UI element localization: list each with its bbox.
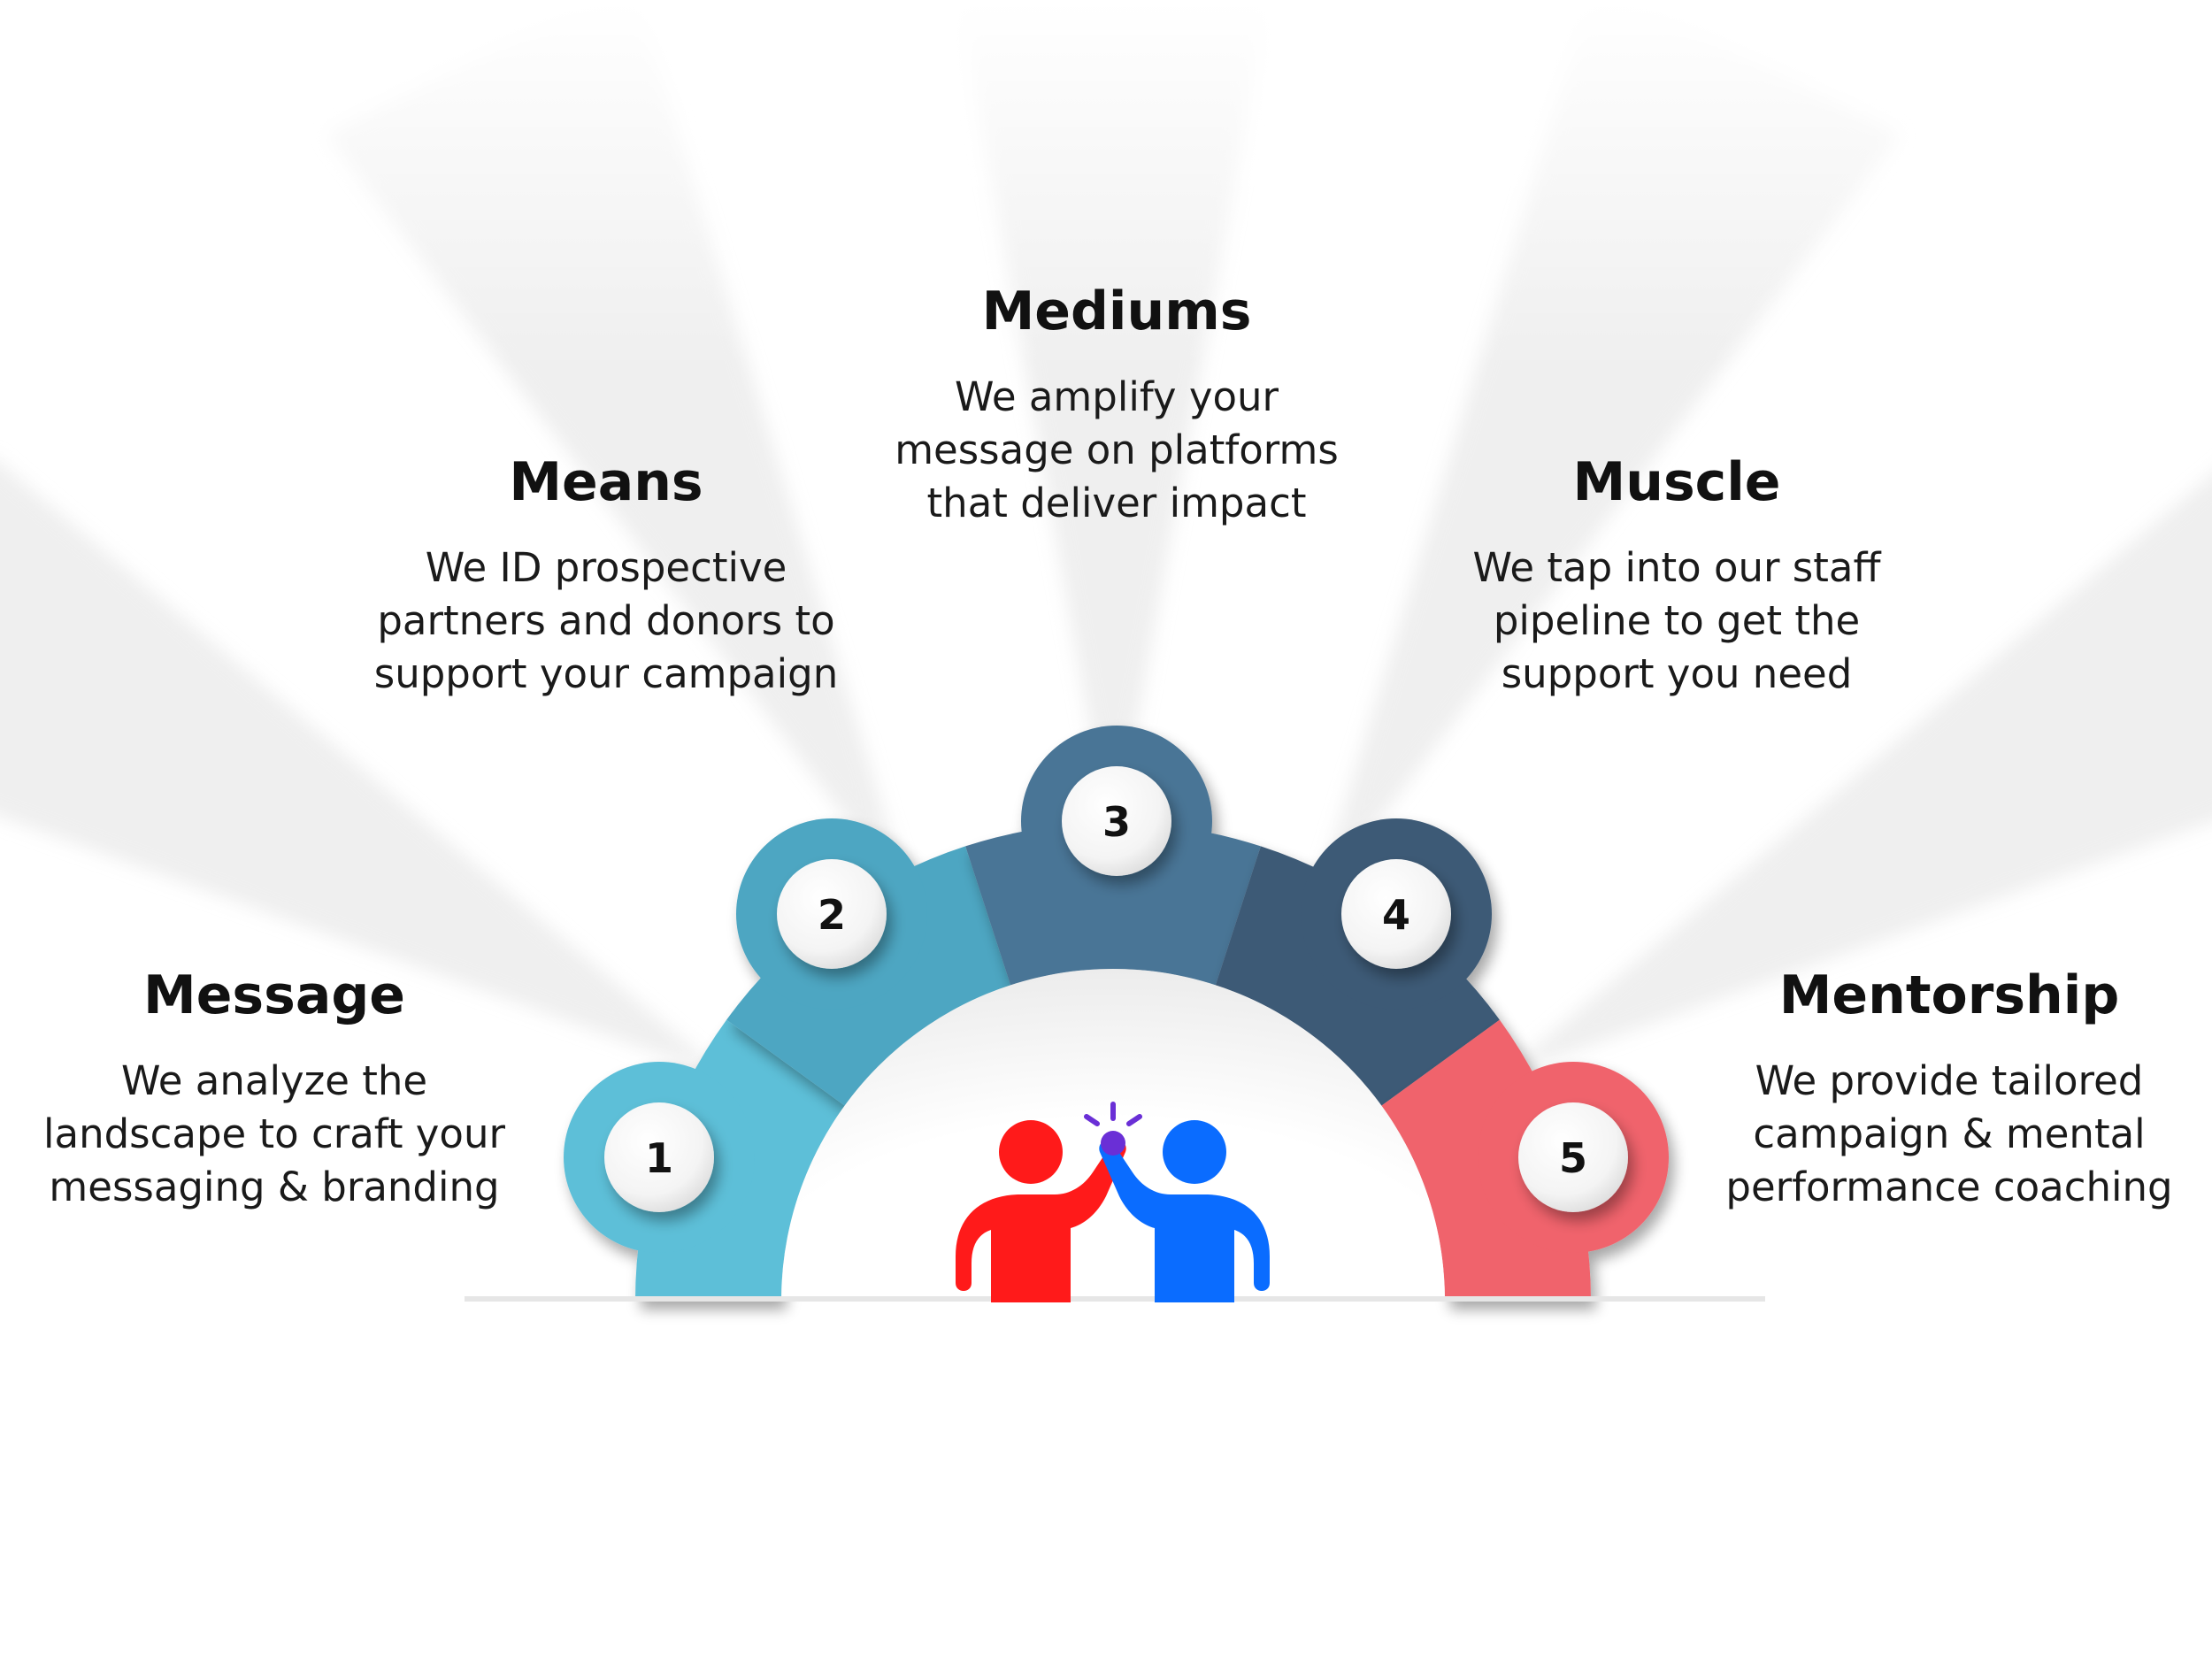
step-title: Muscle <box>1573 451 1781 513</box>
step-description-line: We analyze the <box>121 1057 427 1104</box>
step-title: Message <box>143 964 405 1026</box>
step-label-5: Mentorship We provide tailored campaign & … <box>1725 964 2172 1210</box>
step-description-line: performance coaching <box>1725 1164 2172 1210</box>
step-title: Mediums <box>982 280 1252 342</box>
step-description-line: pipeline to get the <box>1494 597 1860 644</box>
light-beam <box>1496 474 2212 1079</box>
step-label-2: Means We ID prospective partners and donor… <box>374 451 838 697</box>
step-description-line: messaging & branding <box>49 1164 499 1210</box>
step-number: 5 <box>1559 1134 1587 1182</box>
step-number: 1 <box>645 1134 673 1182</box>
high-five-people-icon <box>956 1102 1270 1302</box>
step-description-line: We tap into our staff <box>1473 544 1882 591</box>
step-title: Means <box>509 451 703 513</box>
step-description-line: support your campaign <box>374 650 838 697</box>
step-number: 2 <box>818 891 846 939</box>
light-beams <box>0 0 2212 1079</box>
light-beam <box>0 463 730 1079</box>
step-label-4: Muscle We tap into our staff pipeline to g… <box>1473 451 1882 697</box>
step-label-3: Mediums We amplify your message on platfor… <box>895 280 1339 526</box>
step-description-line: that deliver impact <box>927 480 1307 526</box>
beam-fade-overlay <box>0 0 2212 372</box>
step-number: 3 <box>1102 798 1131 846</box>
step-number-ball: 2 <box>777 859 887 969</box>
step-description-line: partners and donors to <box>377 597 834 644</box>
step-number-ball: 3 <box>1062 766 1171 876</box>
step-description-line: campaign & mental <box>1753 1110 2145 1157</box>
step-description-line: message on platforms <box>895 426 1339 473</box>
high-five-clasp <box>1101 1131 1125 1156</box>
person-right <box>1099 1120 1270 1302</box>
step-title: Mentorship <box>1779 964 2120 1026</box>
step-description-line: We provide tailored <box>1755 1057 2144 1104</box>
spark-lines <box>1084 1102 1142 1126</box>
step-label-1: Message We analyze the landscape to craft … <box>43 964 505 1210</box>
step-description-line: support you need <box>1502 650 1853 697</box>
step-number-balls: 1 2 3 4 5 <box>604 766 1628 1212</box>
step-number: 4 <box>1382 891 1410 939</box>
baseline-divider <box>465 1296 1765 1302</box>
step-description-line: We amplify your <box>955 373 1279 420</box>
step-labels: Message We analyze the landscape to craft … <box>43 280 2173 1210</box>
step-description-line: landscape to craft your <box>43 1110 505 1157</box>
person-left <box>956 1120 1126 1302</box>
step-number-ball: 1 <box>604 1102 714 1212</box>
step-number-ball: 4 <box>1341 859 1451 969</box>
step-description-line: We ID prospective <box>426 544 787 591</box>
step-number-ball: 5 <box>1518 1102 1628 1212</box>
